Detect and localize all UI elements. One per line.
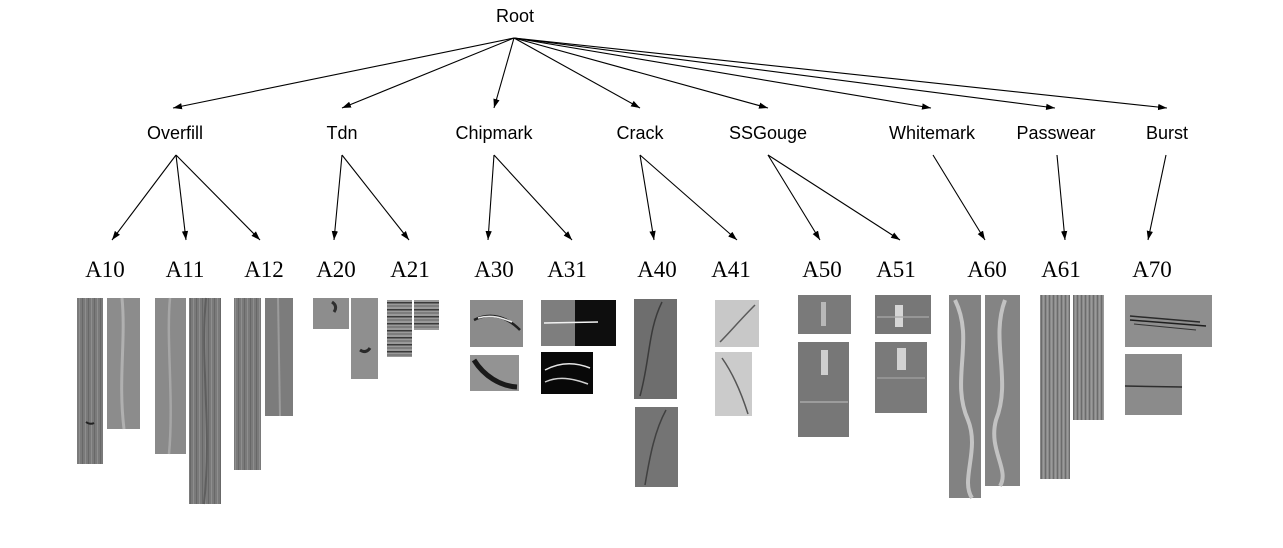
edge-overfill-a12 xyxy=(175,154,261,241)
category-chipmark: Chipmark xyxy=(455,123,533,143)
edge-root-crack xyxy=(513,37,641,109)
edge-burst-a70 xyxy=(1146,154,1167,241)
category-passwear: Passwear xyxy=(1016,123,1095,143)
category-tdn: Tdn xyxy=(326,123,357,143)
sample-image-a40 xyxy=(634,299,678,487)
sample-image-a11 xyxy=(155,297,221,505)
leaf-a51: A51 xyxy=(876,257,916,282)
sample-images xyxy=(77,295,1212,505)
edge-crack-a41 xyxy=(639,154,738,241)
edge-whitemark-a60 xyxy=(932,154,986,241)
edge-ssgouge-a50 xyxy=(767,154,821,241)
sample-image-a60 xyxy=(949,295,1020,500)
leaf-a41: A41 xyxy=(711,257,751,282)
sample-image-a30 xyxy=(470,300,523,391)
category-ssgouge: SSGouge xyxy=(729,123,807,143)
sample-image-a12 xyxy=(234,297,293,470)
category-labels: Overfill Tdn Chipmark Crack SSGouge Whit… xyxy=(147,123,1188,143)
edge-chipmark-a30 xyxy=(485,154,495,241)
root-node: Root xyxy=(496,6,534,26)
sample-image-a20 xyxy=(313,298,378,379)
sample-image-a70 xyxy=(1124,295,1212,415)
leaf-a20: A20 xyxy=(316,257,356,282)
leaf-a10: A10 xyxy=(85,257,125,282)
category-whitemark: Whitemark xyxy=(889,123,976,143)
sample-image-a61 xyxy=(1040,295,1104,479)
sample-image-a41 xyxy=(715,300,759,416)
leaf-labels: A10 A11 A12 A20 A21 A30 A31 A40 A41 A50 … xyxy=(85,257,1172,282)
sample-image-a31 xyxy=(541,300,616,394)
sample-image-a50 xyxy=(798,295,851,437)
edge-crack-a40 xyxy=(639,154,656,241)
edge-root-ssgouge xyxy=(513,37,769,109)
edge-tdn-a21 xyxy=(341,154,410,241)
leaf-a11: A11 xyxy=(166,257,205,282)
edge-root-whitemark xyxy=(513,37,932,110)
edge-root-burst xyxy=(513,37,1168,111)
edge-root-passwear xyxy=(513,37,1056,110)
leaf-a21: A21 xyxy=(390,257,430,282)
category-overfill: Overfill xyxy=(147,123,203,143)
leaf-a31: A31 xyxy=(547,257,587,282)
leaf-a12: A12 xyxy=(244,257,284,282)
leaf-a50: A50 xyxy=(802,257,842,282)
leaf-a70: A70 xyxy=(1132,257,1172,282)
edge-overfill-a10 xyxy=(111,154,177,241)
edge-root-tdn xyxy=(341,37,515,109)
leaf-a30: A30 xyxy=(474,257,514,282)
edge-root-overfill xyxy=(172,37,515,110)
edges xyxy=(111,37,1168,241)
leaf-a61: A61 xyxy=(1041,257,1081,282)
edge-root-chipmark xyxy=(493,37,515,109)
category-crack: Crack xyxy=(616,123,664,143)
sample-image-a10 xyxy=(77,297,140,464)
sample-image-a21 xyxy=(387,300,439,357)
leaf-a40: A40 xyxy=(637,257,677,282)
edge-overfill-a11 xyxy=(175,154,189,241)
sample-image-a51 xyxy=(875,295,931,413)
edge-chipmark-a31 xyxy=(493,154,573,241)
category-burst: Burst xyxy=(1146,123,1188,143)
leaf-a60: A60 xyxy=(967,257,1007,282)
edge-ssgouge-a51 xyxy=(767,154,901,241)
edge-tdn-a20 xyxy=(331,154,343,241)
edge-passwear-a61 xyxy=(1056,154,1068,241)
